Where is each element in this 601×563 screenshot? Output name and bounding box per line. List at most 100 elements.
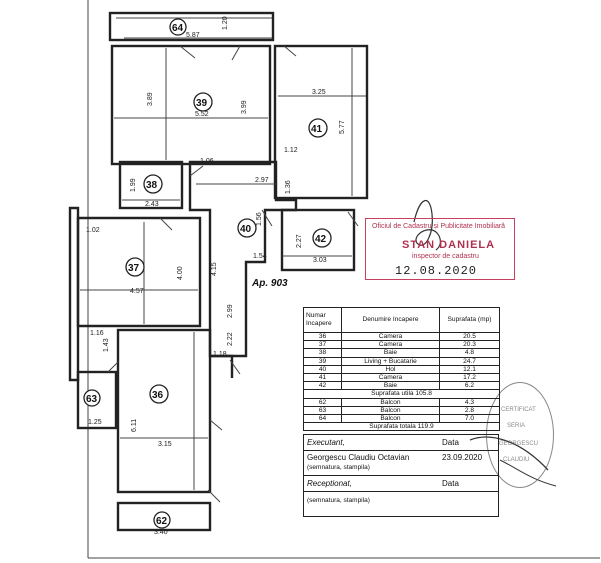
room-number-36: 36 — [152, 390, 164, 401]
executant-date: 23.09.2020 — [442, 453, 483, 462]
room-42-outline — [280, 208, 356, 272]
dim-label: 6.11 — [131, 419, 138, 432]
cell-area: 6.2 — [439, 381, 500, 391]
room-number-39: 39 — [196, 98, 208, 109]
dim-label: 3.15 — [158, 441, 172, 448]
room-number-63: 63 — [86, 394, 98, 405]
dim-label: 1.06 — [200, 158, 214, 165]
cell-name: Camera — [341, 372, 440, 383]
signature-block: Executant, Data Georgescu Claudiu Octavi… — [303, 434, 499, 517]
room-number-42: 42 — [315, 234, 327, 245]
cell-number: 40 — [303, 364, 342, 374]
cell-area: 7.0 — [439, 413, 500, 424]
room-number-37: 37 — [128, 263, 140, 274]
handwritten-signature — [413, 200, 441, 251]
room-number-40: 40 — [240, 224, 252, 235]
table-sum-util: Suprafata utila 105.8 — [303, 389, 500, 399]
cell-name: Balcon — [341, 397, 440, 407]
dim-label: 5.77 — [339, 120, 346, 134]
cell-number: 41 — [303, 372, 342, 383]
executant-label: Executant, — [307, 438, 345, 447]
receptionat-date-label: Data — [442, 479, 459, 488]
cell-area: 4.3 — [439, 397, 500, 407]
seal-line: CLAUDIU — [503, 457, 530, 463]
dim-label: 1.02 — [86, 227, 100, 234]
dimension-labels: 5.87 1.20 3.89 5.52 3.99 3.25 5.77 1.06 … — [86, 16, 346, 536]
balcony-64-outline — [108, 11, 275, 42]
cell-number: 38 — [303, 348, 342, 358]
area-table: Numar Incapere Denumire Incapere Suprafa… — [303, 307, 500, 432]
stamp-date: 12.08.2020 — [395, 264, 478, 278]
cell-name: Hol — [341, 364, 440, 374]
balcony-63-outline — [76, 370, 118, 430]
cell-name: Balcon — [341, 405, 440, 415]
dim-label: 3.03 — [313, 257, 327, 264]
cell-name: Baie — [341, 381, 440, 391]
stamp-office: Oficiul de Cadastru și Publicitate Imobi… — [372, 223, 506, 230]
round-seal: CERTIFICAT SERIA GEORGESCU CLAUDIU — [486, 382, 554, 488]
dim-label: 1.36 — [285, 180, 292, 194]
cell-number: 62 — [303, 397, 342, 407]
cell-number: 63 — [303, 405, 342, 415]
header-room-number: Numar Incapere — [303, 307, 342, 333]
dim-label: 4.00 — [177, 266, 184, 280]
table-header-row: Numar Incapere Denumire Incapere Suprafa… — [303, 307, 500, 333]
cell-number: 37 — [303, 340, 342, 350]
cell-name: Living + Bucatarie — [341, 356, 440, 366]
dim-label: 3.25 — [312, 89, 326, 96]
room-number-markers: 64 39 41 38 40 42 37 63 36 62 — [83, 18, 332, 529]
cell-name: Camera — [341, 331, 440, 342]
balcony-62-outline — [116, 501, 212, 532]
cell-area: 2.8 — [439, 405, 500, 415]
room-number-41: 41 — [311, 124, 323, 135]
dim-label: 2.43 — [145, 201, 159, 208]
dim-label: 2.99 — [227, 304, 234, 318]
executant-date-label: Data — [442, 438, 459, 447]
seal-line: SERIA — [507, 423, 526, 429]
stamp-name: STAN DANIELA — [402, 239, 496, 251]
dim-label: 1.99 — [130, 178, 137, 192]
room-38-outline — [118, 160, 184, 210]
receptionat-label: Receptionat, — [307, 479, 352, 488]
room-number-38: 38 — [146, 180, 158, 191]
dim-label: 2.27 — [296, 234, 303, 248]
dim-label: 1.54 — [253, 253, 267, 260]
dim-label: 1.20 — [222, 16, 229, 30]
dim-label: 1.16 — [90, 330, 104, 337]
cell-area: 20.3 — [439, 340, 500, 350]
dim-label: 1.12 — [284, 147, 298, 154]
cell-number: 42 — [303, 381, 342, 391]
dim-label: 1.18 — [213, 351, 227, 358]
dim-label: 4.57 — [130, 288, 144, 295]
dim-label: 3.99 — [241, 100, 248, 114]
dim-label: 2.97 — [255, 177, 269, 184]
header-room-name: Denumire Incapere — [341, 307, 440, 333]
sum-util-cell: Suprafata utila 105.8 — [303, 389, 500, 399]
cell-name: Baie — [341, 348, 440, 358]
cadastre-stamp: Oficiul de Cadastru și Publicitate Imobi… — [365, 218, 515, 280]
room-36-outline — [116, 328, 212, 494]
room-number-62: 62 — [156, 516, 168, 527]
executant-stamp-note: (semnatura, stampila) — [307, 464, 370, 471]
table-sum-total: Suprafata totala 119.9 — [303, 422, 500, 432]
executant-name: Georgescu Claudiu Octavian — [307, 453, 410, 462]
seal-line: GEORGESCU — [499, 441, 539, 447]
dim-label: 3.40 — [154, 529, 168, 536]
cell-area: 12.1 — [439, 364, 500, 374]
dim-label: 1.25 — [88, 419, 102, 426]
room-number-64: 64 — [172, 23, 184, 34]
room-41-outline — [273, 44, 369, 200]
cell-name: Camera — [341, 340, 440, 350]
stamp-role: inspector de cadastru — [412, 253, 479, 260]
dim-label: 1.43 — [103, 338, 110, 352]
cell-number: 39 — [303, 356, 342, 366]
